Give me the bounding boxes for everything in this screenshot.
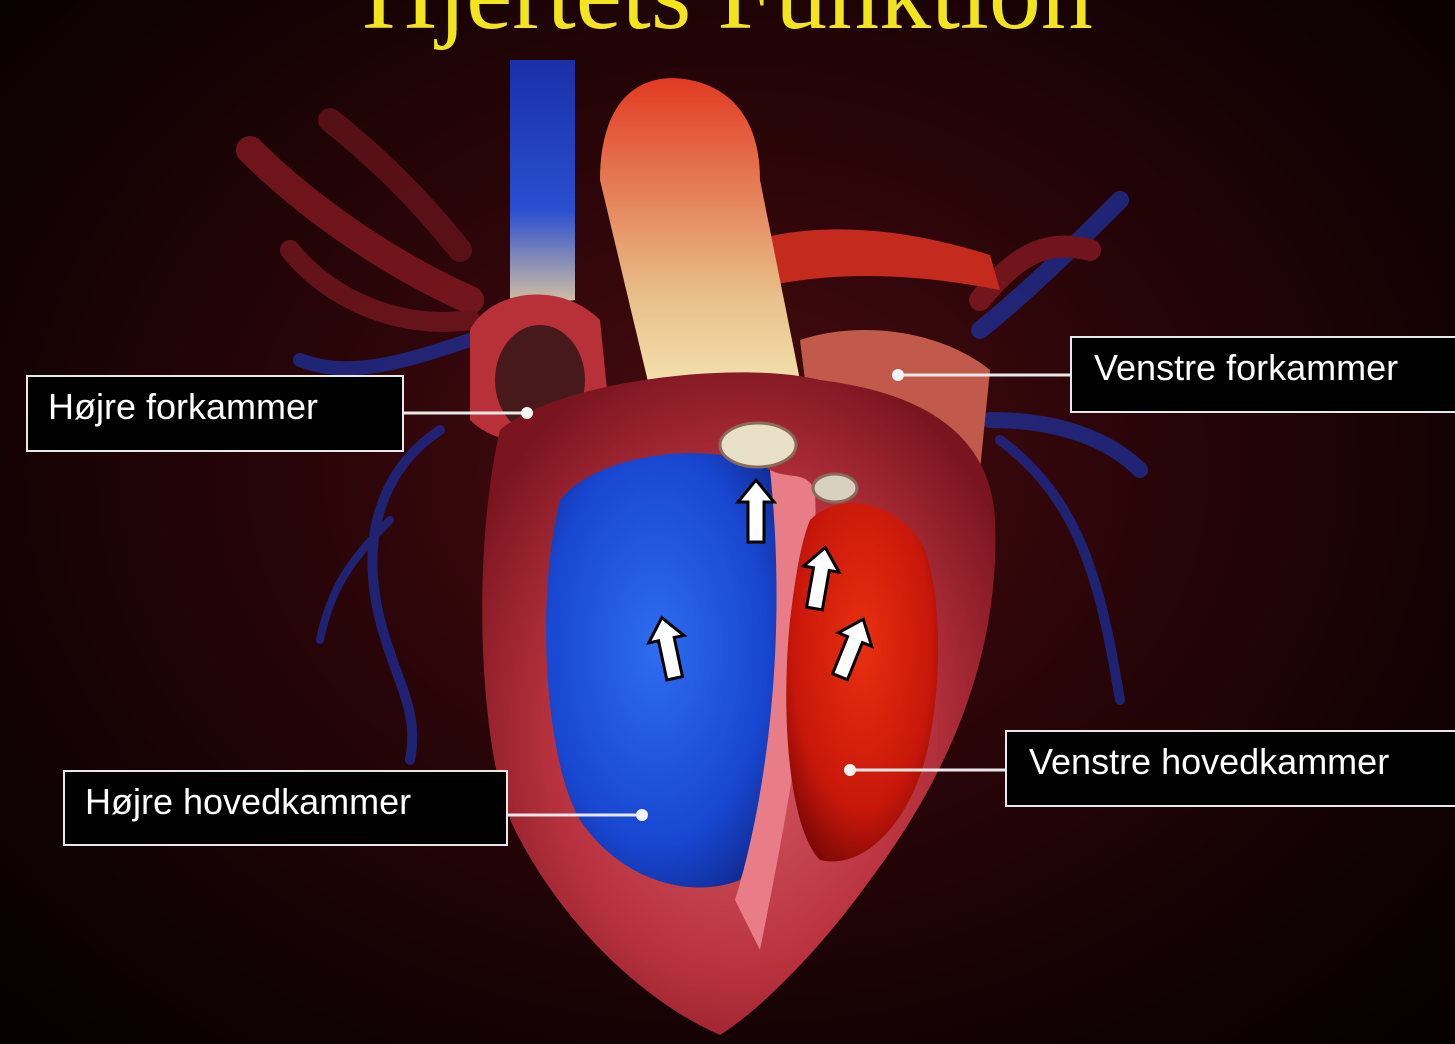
- label-right-atrium: Højre forkammer: [26, 375, 404, 452]
- aortic-valve: [813, 474, 857, 502]
- pulmonary-valve: [720, 423, 796, 467]
- label-right-ventricle: Højre hovedkammer: [63, 770, 508, 846]
- label-left-atrium: Venstre forkammer: [1070, 336, 1455, 413]
- aorta: [600, 78, 800, 390]
- label-left-ventricle: Venstre hovedkammer: [1005, 730, 1455, 807]
- superior-vena-cava: [510, 60, 575, 310]
